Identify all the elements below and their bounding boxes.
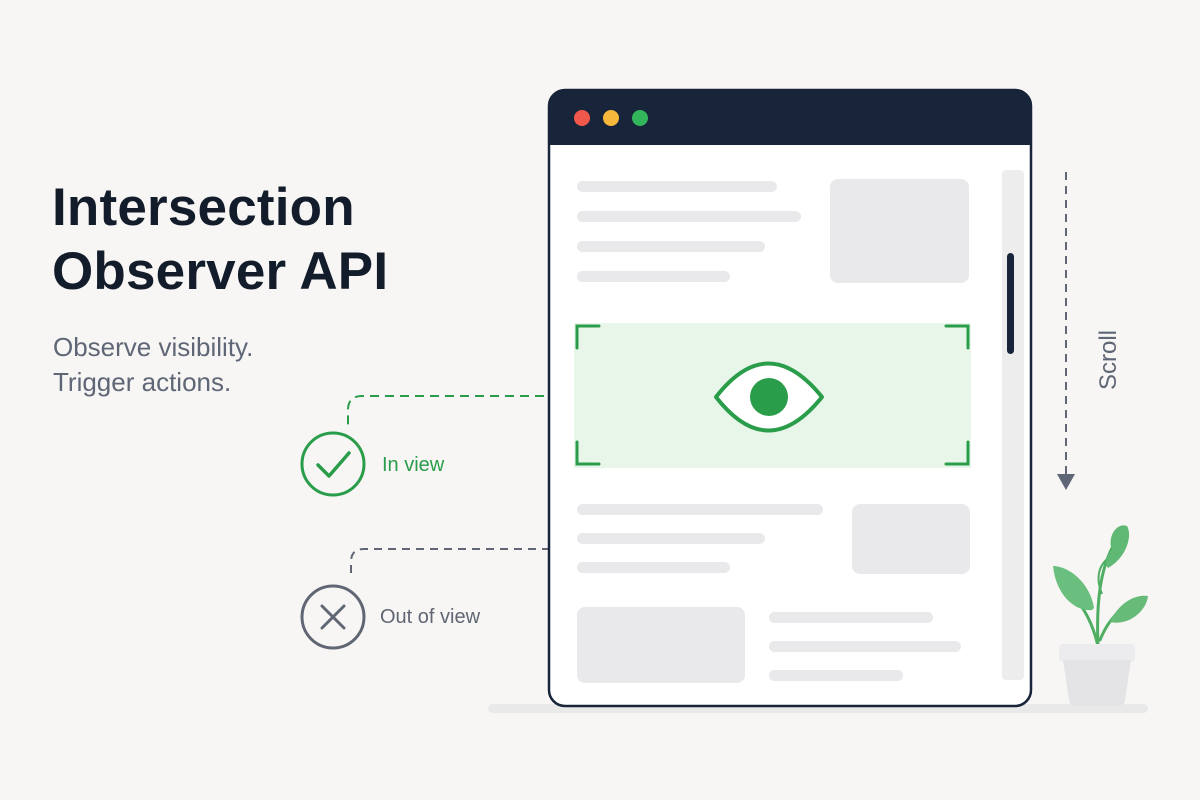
scrollbar-track[interactable] [1002, 170, 1024, 680]
eye-icon [714, 361, 824, 433]
subtitle-line-1: Observe visibility. [53, 332, 254, 362]
image-placeholder [852, 504, 970, 574]
check-circle-icon [300, 431, 366, 497]
image-placeholder [830, 179, 969, 283]
content-block-bottom [577, 607, 961, 683]
title-line-1: Intersection [52, 178, 355, 237]
arrow-down-icon [1057, 172, 1075, 490]
in-view-connector [347, 395, 574, 426]
in-view-label: In view [382, 454, 445, 476]
x-circle-icon [300, 584, 366, 650]
content-block-top [577, 179, 969, 283]
browser-window [547, 88, 1033, 708]
window-minimize-button[interactable] [603, 110, 619, 126]
subtitle: Observe visibility. Trigger actions. [53, 330, 253, 400]
subtitle-line-2: Trigger actions. [53, 367, 232, 397]
out-of-view-connector [350, 548, 550, 578]
potted-plant-icon [1053, 525, 1148, 706]
page-title: Intersection Observer API [52, 176, 388, 304]
browser-title-bar [549, 90, 1031, 145]
image-placeholder [577, 607, 745, 683]
title-line-2: Observer API [52, 242, 389, 301]
content-block-middle [577, 504, 970, 574]
scroll-label: Scroll [1095, 330, 1122, 391]
out-of-view-label: Out of view [380, 606, 481, 628]
observed-element [574, 323, 971, 468]
window-close-button[interactable] [574, 110, 590, 126]
scrollbar-thumb[interactable] [1007, 253, 1014, 354]
window-maximize-button[interactable] [632, 110, 648, 126]
